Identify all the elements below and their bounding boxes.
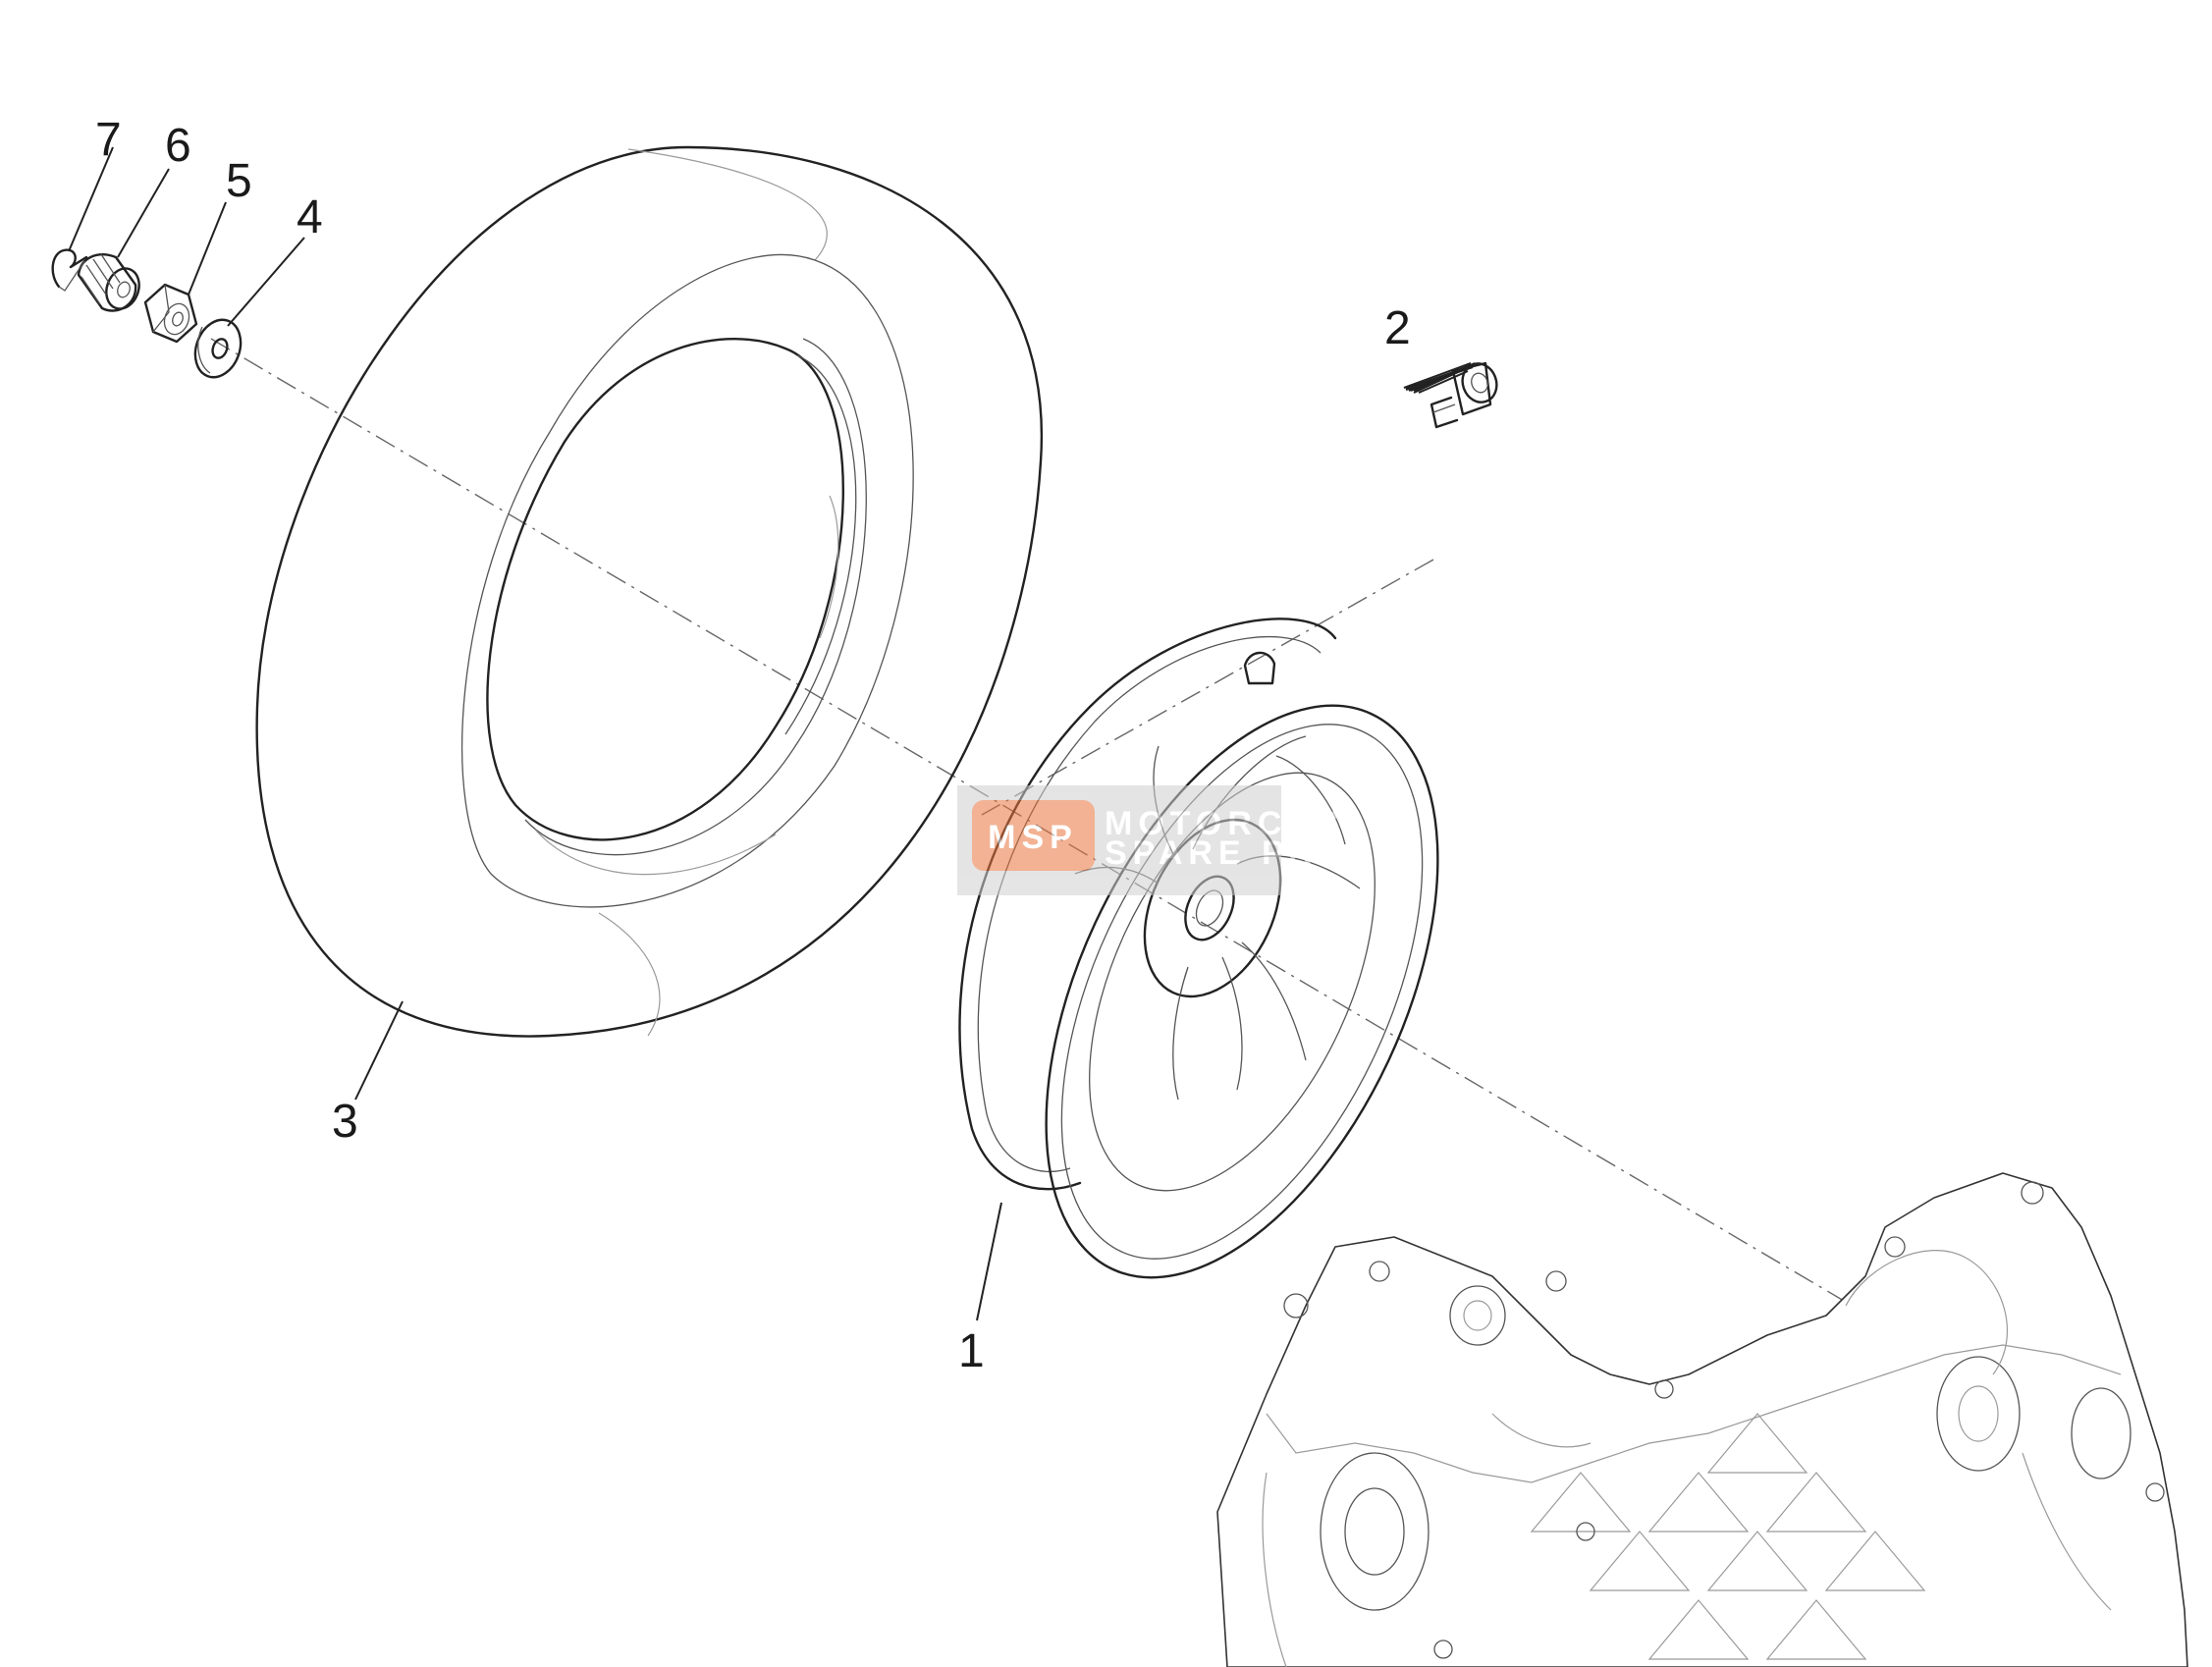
callout-2: 2 xyxy=(1384,302,1411,354)
watermark: MSP MOTORCYCLE SPARE PARTS xyxy=(957,785,1402,895)
callout-labels: 7 6 5 4 2 3 1 xyxy=(95,114,1411,1377)
part-7-cotter-pin xyxy=(51,248,88,292)
part-5-nut xyxy=(143,283,198,344)
callout-7: 7 xyxy=(95,114,122,166)
callout-1: 1 xyxy=(958,1325,985,1377)
watermark-logo-text: MSP xyxy=(988,819,1078,856)
part-1-wheel-rim xyxy=(958,618,1439,1279)
callout-4: 4 xyxy=(297,191,323,243)
part-3-tire xyxy=(255,145,1044,1038)
callout-6: 6 xyxy=(165,120,191,172)
watermark-brand-text: MOTORCYCLE xyxy=(1105,805,1400,842)
engine-crankcase xyxy=(1216,1172,2188,1667)
watermark-sub-text: SPARE PARTS xyxy=(1105,834,1402,872)
watermark-logo-badge xyxy=(972,800,1095,871)
callout-3: 3 xyxy=(332,1096,358,1148)
part-4-washer xyxy=(193,318,243,379)
leader-lines xyxy=(68,146,1476,1321)
callout-5: 5 xyxy=(226,155,252,207)
part-6-castle-nut xyxy=(77,253,140,312)
